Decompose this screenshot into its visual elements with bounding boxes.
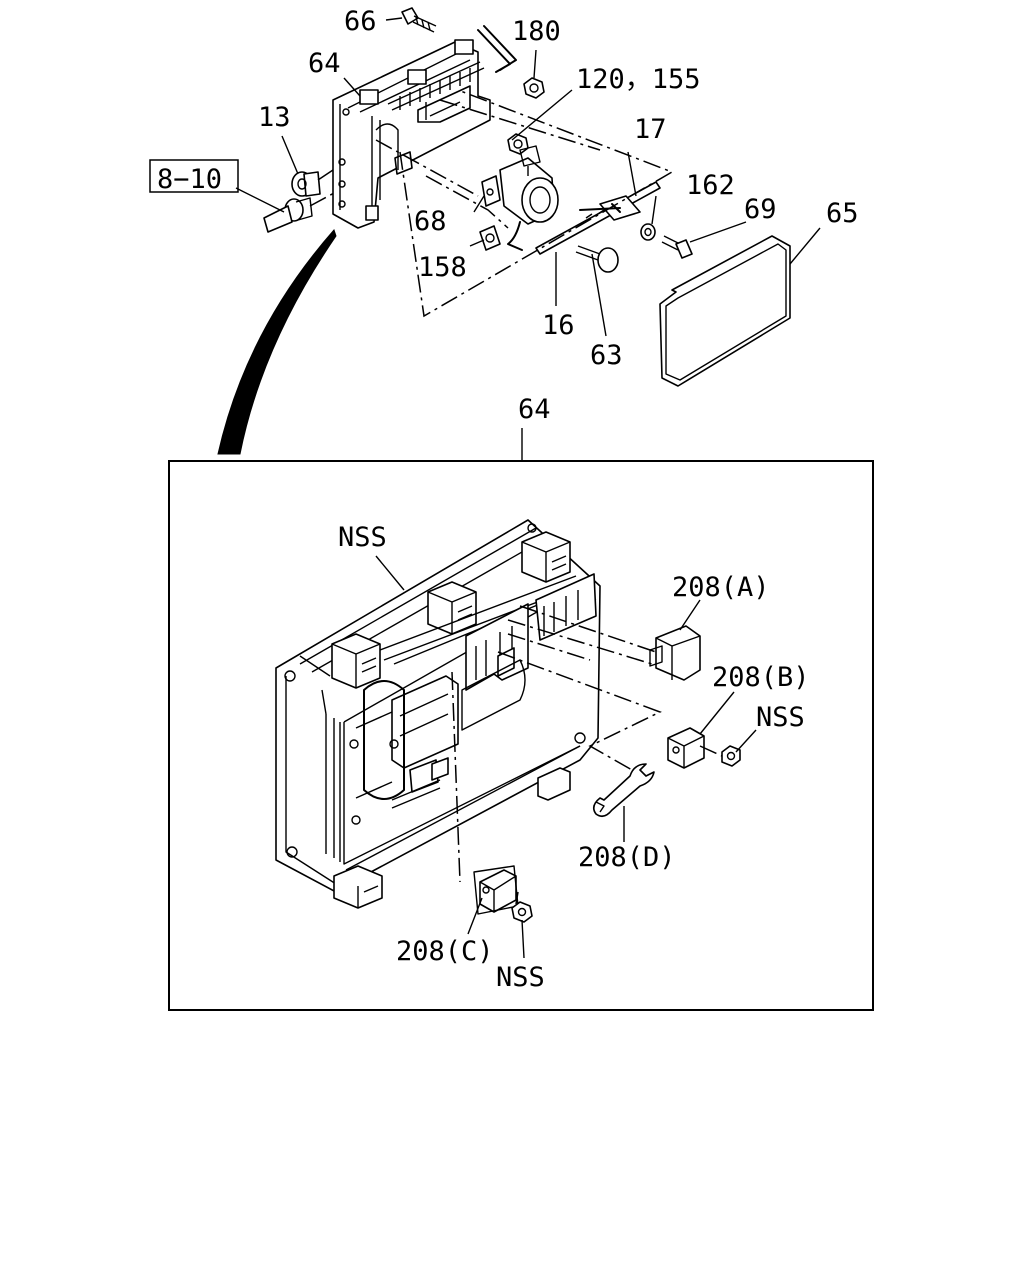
fuse-box-housing: [332, 39, 491, 229]
label-13: 13: [258, 102, 291, 133]
upper-leader-lines: [235, 17, 821, 337]
upper-exploded-view: 66 180 64 120，155 13 17 8−10 162 69 65 6…: [149, 6, 859, 455]
detail-frame: [168, 460, 874, 1011]
label-120-155: 120，155: [576, 64, 701, 95]
part-208b: [667, 727, 705, 769]
label-66: 66: [344, 6, 377, 37]
detail-title-64: 64: [518, 394, 551, 425]
grommet-guide-lines: [309, 167, 337, 207]
label-68: 68: [414, 206, 447, 237]
label-16: 16: [542, 310, 575, 341]
detail-leader-lines: [375, 555, 757, 959]
grommet-13: [291, 171, 321, 197]
relay-68: [481, 145, 559, 251]
part-208d-wrench: [592, 763, 655, 818]
label-63: 63: [590, 340, 623, 371]
part-208c: [473, 865, 519, 915]
label-69: 69: [744, 194, 777, 225]
cover-65: [659, 235, 791, 387]
nut-180: [523, 77, 545, 99]
label-208d: 208(D): [578, 842, 676, 873]
detail-fuse-box: [275, 519, 601, 909]
label-nss-bottom: NSS: [496, 962, 545, 993]
label-208b: 208(B): [712, 662, 810, 693]
label-158: 158: [418, 252, 467, 283]
label-65: 65: [826, 198, 859, 229]
label-8-10: 8−10: [157, 164, 222, 195]
washer-162: [640, 223, 656, 241]
detail-view: 64: [168, 394, 874, 1011]
label-208a: 208(A): [672, 572, 770, 603]
hex-wrench: [477, 25, 517, 73]
label-nss-top: NSS: [338, 522, 387, 553]
part-208a: [649, 625, 701, 681]
nut-120-155: [507, 133, 529, 155]
assembly-guide-lines: [375, 89, 674, 318]
detail-guide-lines: [451, 605, 723, 905]
clip-158: [479, 225, 501, 251]
label-17: 17: [634, 114, 667, 145]
label-nss-right: NSS: [756, 702, 805, 733]
label-180: 180: [512, 16, 561, 47]
label-208c: 208(C): [396, 936, 494, 967]
bolt-63: [575, 245, 619, 273]
plug-8-10: [263, 197, 313, 233]
detail-connectors: [331, 531, 571, 909]
bolt-69: [661, 235, 693, 259]
bolt-66: [401, 7, 437, 33]
detail-callout-arrow: [217, 229, 337, 455]
nut-nss-bottom: [511, 901, 533, 923]
label-64-upper: 64: [308, 48, 341, 79]
label-162: 162: [686, 170, 735, 201]
nut-nss-right: [721, 745, 741, 767]
label-8-10-box: [149, 159, 239, 193]
